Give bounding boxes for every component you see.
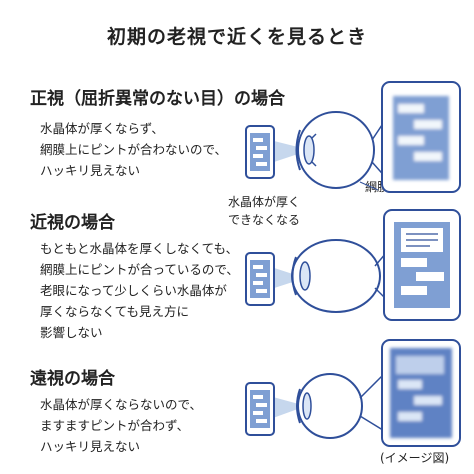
lens-icon	[303, 135, 315, 165]
lens-icon	[299, 261, 311, 291]
eye-icon	[296, 373, 363, 439]
lens-label-line: 水晶体が厚く	[228, 195, 301, 209]
diagram-title: 初期の老視で近くを見るとき	[106, 26, 367, 48]
section-text-hyperopia: 水晶体が厚くならないので、 ますますピントが合わず、 ハッキリ見えない	[40, 394, 202, 457]
section-text-myopia: もともと水晶体を厚くしなくても、 網膜上にピントが合っているので、 老眼になって…	[40, 238, 239, 343]
phone-icon	[245, 252, 275, 306]
lens-label-line: できなくなる	[228, 213, 301, 227]
text-line: 水晶体が厚くならないので、	[40, 397, 203, 412]
section-heading-hyperopia: 遠視の場合	[30, 369, 115, 389]
text-line: 老眼になって少しくらい水晶体が	[40, 283, 227, 298]
clear-view	[383, 209, 461, 321]
eye-icon	[291, 239, 381, 313]
blurred-view	[381, 81, 461, 193]
text-line: ハッキリ見えない	[40, 163, 141, 178]
very-blurred-view	[381, 339, 461, 447]
section-heading-myopia: 近視の場合	[30, 213, 115, 233]
illustration-myopia	[245, 209, 461, 321]
text-line: ハッキリ見えない	[40, 439, 141, 454]
text-line: 網膜上にピントが合わないので、	[40, 142, 228, 157]
text-line: 影響しない	[40, 325, 103, 340]
section-text-normal: 水晶体が厚くならず、 網膜上にピントが合わないので、 ハッキリ見えない	[40, 118, 227, 181]
text-line: もともと水晶体を厚くしなくても、	[40, 241, 239, 256]
phone-icon	[245, 382, 275, 436]
text-line: 厚くならなくても見え方に	[40, 304, 190, 319]
text-line: ますますピントが合わず、	[40, 418, 190, 433]
text-line: 網膜上にピントが合っているので、	[40, 262, 239, 277]
lens-label: 水晶体が厚く できなくなる	[228, 193, 300, 229]
eye-icon	[295, 111, 375, 189]
illustration-hyperopia	[245, 339, 461, 447]
text-line: 水晶体が厚くならず、	[40, 121, 164, 136]
phone-icon	[245, 125, 275, 179]
caption: (イメージ図)	[380, 451, 450, 465]
section-heading-normal: 正視（屈折異常のない目）の場合	[30, 89, 285, 109]
illustration-normal	[245, 81, 461, 193]
lens-icon	[302, 392, 312, 420]
